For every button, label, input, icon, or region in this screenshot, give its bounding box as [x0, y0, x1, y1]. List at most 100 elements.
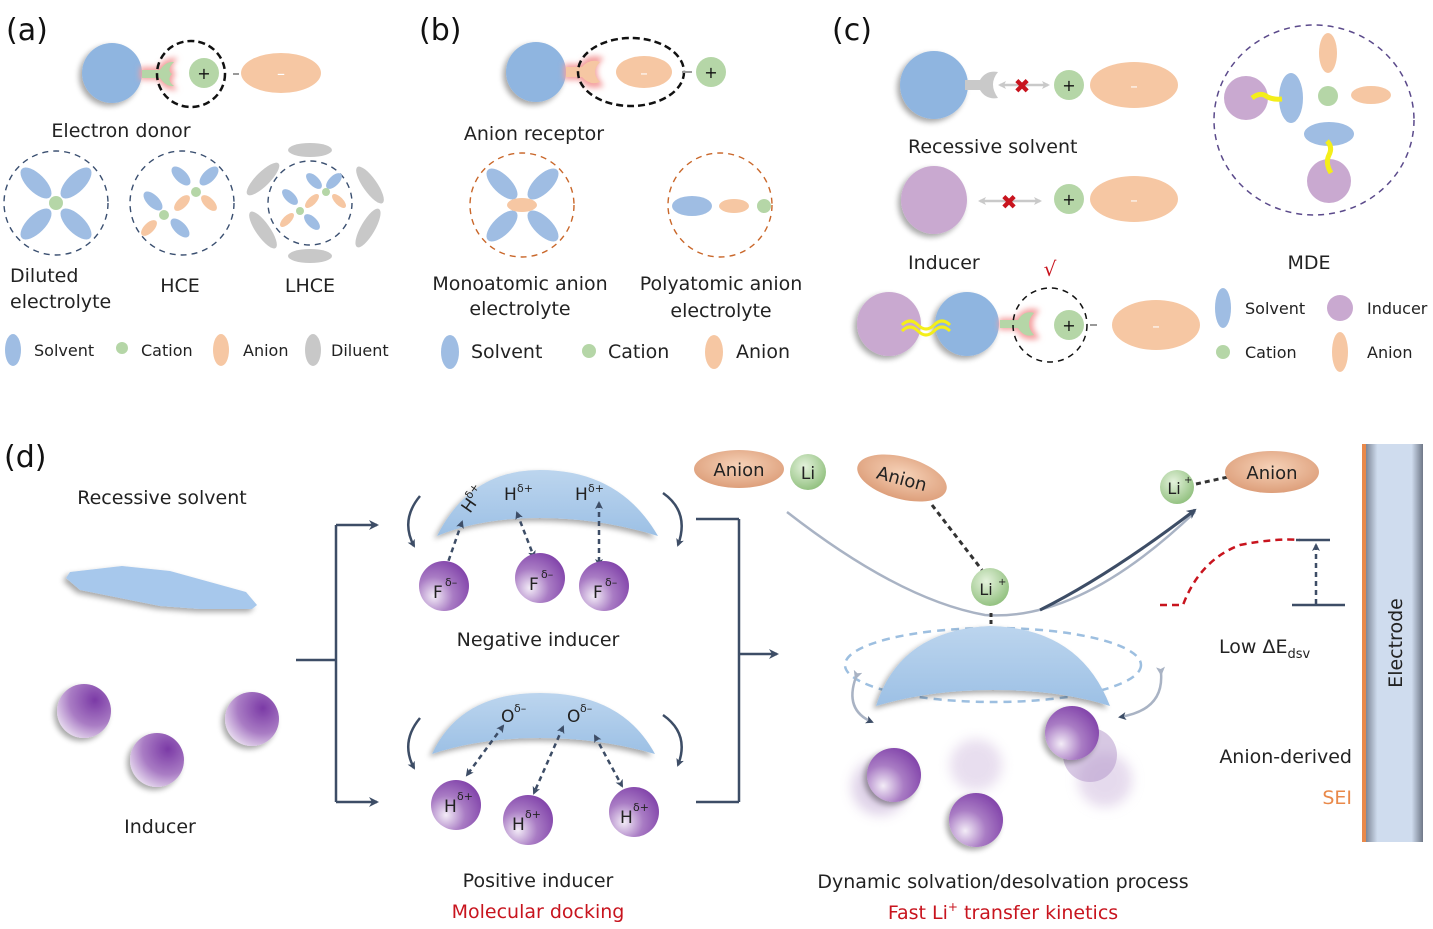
cluster-boundary — [3, 150, 109, 256]
solvation-dynamics — [843, 626, 1166, 847]
inducer-sphere — [949, 793, 1003, 847]
cross-icon: ✖ — [1001, 190, 1018, 214]
li-ion — [971, 568, 1009, 606]
legend-swatch-anion — [705, 335, 723, 369]
recessive-solvent-row: ✖ + – — [900, 51, 1178, 119]
cluster-label-hce: HCE — [160, 275, 200, 297]
atom-h: H — [444, 797, 457, 817]
legend-label-diluent: Diluent — [331, 341, 389, 360]
cation-plus: + — [1062, 316, 1075, 335]
legend-label-cation: Cation — [1245, 343, 1297, 362]
solvent-molecule — [326, 173, 342, 189]
blocked-donor-group — [965, 71, 998, 99]
legend-label-solvent: Solvent — [1245, 299, 1305, 318]
legend-label-anion: Anion — [1367, 343, 1412, 362]
anion-ion — [305, 194, 319, 208]
cation-ion — [1054, 184, 1084, 214]
sei-layer — [1362, 444, 1366, 842]
anion-ion — [857, 454, 947, 502]
rotation-arrow-left — [407, 717, 421, 770]
anion-ion — [507, 198, 537, 212]
energy-curve-right — [1039, 508, 1197, 612]
inducer-title: Inducer — [908, 252, 980, 274]
charge-delta-minus: δ– — [605, 576, 617, 589]
cation-ion — [49, 196, 63, 210]
solvent-molecule — [199, 166, 219, 186]
atom-h: H — [504, 485, 517, 505]
anion-minus: – — [640, 64, 648, 82]
solvent-bowl — [432, 693, 655, 754]
solvent-molecule — [304, 214, 320, 230]
donor-group — [1000, 312, 1034, 336]
legend-label-anion: Anion — [736, 341, 790, 363]
receptor-group — [566, 60, 600, 84]
atom-o: O — [567, 707, 580, 727]
atom-h: H — [620, 808, 633, 828]
coordination-bond — [930, 504, 984, 571]
positive-inducer-label: Positive inducer — [463, 870, 614, 892]
legend-swatch-cation — [1216, 345, 1230, 359]
solvation-sheath-dashed — [843, 626, 1143, 704]
anion-ion — [241, 53, 321, 93]
legend-label-cation: Cation — [608, 341, 669, 363]
cluster-label-lhce: LHCE — [285, 275, 335, 297]
anion-minus: – — [277, 64, 285, 83]
positive-inducer-illustration: O δ– O δ– H δ+ H δ+ H δ+ — [407, 693, 684, 845]
cation-ion — [1054, 310, 1084, 340]
li-label: Li — [979, 580, 992, 599]
legend-label-solvent: Solvent — [34, 341, 94, 360]
docking-interaction — [1324, 139, 1334, 175]
exchange-arrow-right — [1118, 666, 1166, 721]
inducer-sphere — [1045, 706, 1099, 760]
anion-derived-label: Anion-derived — [1219, 746, 1352, 768]
legend-swatch-anion — [213, 334, 229, 366]
panel-b: (b) – + Anion receptor Monoat — [419, 13, 802, 369]
coordination-bond — [1195, 475, 1229, 486]
li-label: Li — [801, 464, 815, 484]
cation-ion — [1054, 70, 1084, 100]
hydrogen-sphere — [431, 780, 481, 830]
solvent-molecule — [672, 196, 712, 216]
docking-interaction — [900, 325, 952, 337]
legend-swatch-solvent — [5, 334, 21, 366]
electron-donor-title: Electron donor — [51, 120, 190, 142]
cation-ion — [1318, 86, 1338, 106]
anion-label: Anion — [1246, 463, 1297, 484]
docking-interaction — [1250, 91, 1283, 102]
kinetics-superscript: + — [948, 900, 958, 914]
solvent-molecule — [306, 173, 322, 189]
anion-ion — [201, 195, 217, 211]
solvent-molecule — [20, 208, 52, 240]
panel-a-label: (a) — [6, 13, 48, 48]
legend-swatch-inducer — [1327, 295, 1353, 321]
charge-delta-plus: δ+ — [517, 482, 533, 495]
cluster-boundary — [267, 160, 353, 246]
panel-b-label: (b) — [419, 13, 461, 48]
solvation-sheath-dashed — [155, 39, 227, 109]
atom-f: F — [593, 583, 603, 603]
legend-c: Solvent Inducer Cation Anion — [1215, 288, 1428, 372]
legend-label-anion: Anion — [243, 341, 288, 360]
cluster-boundary — [469, 152, 575, 258]
solvent-molecule — [527, 168, 559, 200]
charge-delta-minus: δ– — [541, 568, 553, 581]
legend-b: Solvent Cation Anion — [441, 335, 790, 369]
anion-ion — [616, 56, 672, 88]
fluorine-sphere — [579, 561, 629, 611]
solvent-molecule — [282, 189, 298, 205]
charge-delta-plus: δ+ — [588, 482, 604, 495]
charge-delta-plus: δ+ — [525, 808, 541, 821]
solvent-molecule — [486, 210, 518, 242]
panel-d: (d) Recessive solvent Inducer H δ+ H δ+ … — [4, 440, 1423, 924]
inducer-sphere — [867, 748, 921, 802]
legend-swatch-cation — [582, 344, 596, 358]
cation-ion — [322, 188, 330, 196]
inducer-sphere — [225, 692, 279, 746]
solvent-molecule — [170, 218, 190, 238]
legend-label-inducer: Inducer — [1367, 299, 1428, 318]
inducer-molecule — [857, 292, 921, 356]
anion-receptor-title: Anion receptor — [464, 123, 604, 145]
inducer-label: Inducer — [124, 816, 196, 838]
interaction-arrows — [465, 724, 624, 795]
